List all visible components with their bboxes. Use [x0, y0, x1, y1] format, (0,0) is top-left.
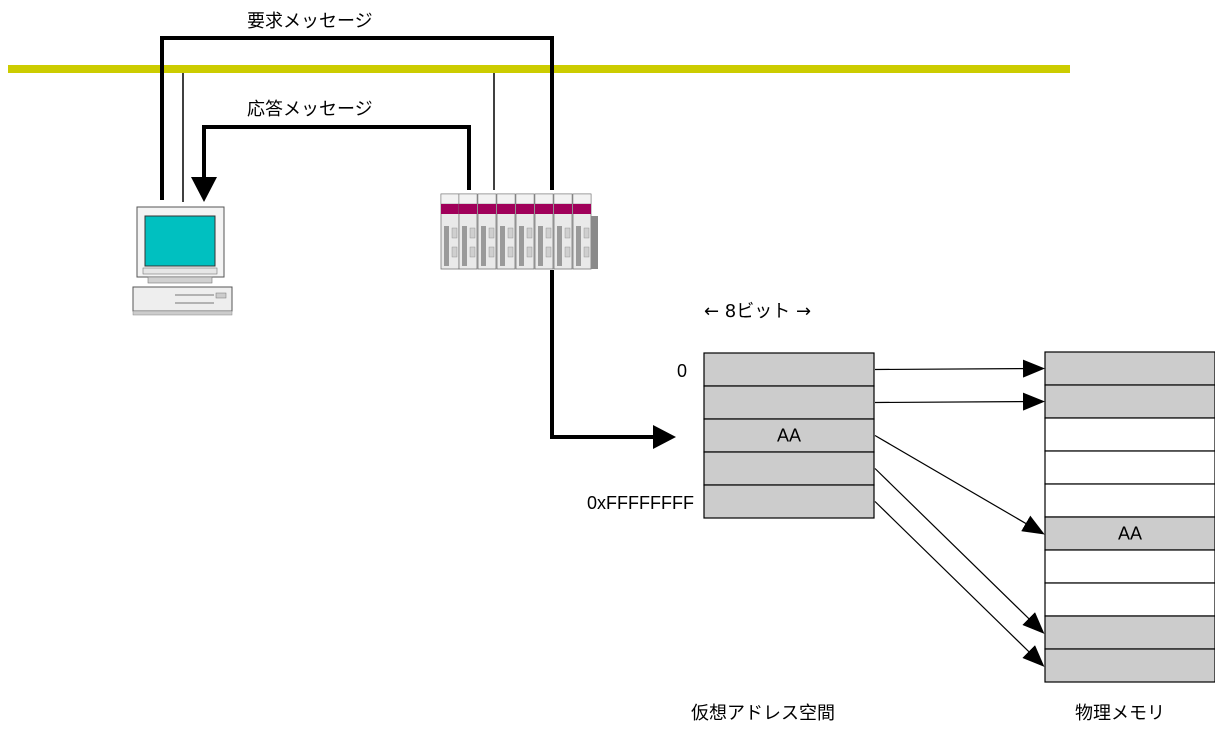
- physical-memory-cell: [1044, 483, 1215, 518]
- mapping-arrow: [874, 359, 1045, 378]
- response-message-path: [202, 125, 471, 190]
- physical-memory-cell: [1044, 450, 1215, 485]
- mapping-arrow: [874, 434, 1045, 535]
- plc-to-memory-path: [550, 270, 655, 439]
- mapping-arrow: [874, 392, 1045, 411]
- physical-memory-cell: [1044, 549, 1215, 584]
- physical-memory-cell: [1044, 582, 1215, 617]
- virtual-memory-cell: [703, 418, 875, 453]
- plc-icon: [440, 193, 598, 270]
- mapping-arrow: [874, 501, 1045, 667]
- physical-memory-cell: [1044, 384, 1215, 419]
- virtual-memory-cell: [703, 352, 875, 387]
- network-bus-line: [8, 65, 1070, 73]
- address-end-label: 0xFFFFFFFF: [587, 493, 694, 513]
- mapping-arrow: [874, 468, 1045, 634]
- response-arrowhead: [191, 177, 217, 202]
- bit-width-label: ← 8ビット →: [704, 301, 811, 322]
- mapping-arrows: [874, 359, 1045, 667]
- physical-memory-cell: [1044, 615, 1215, 650]
- computer-icon: [132, 206, 233, 316]
- address-start-label: 0: [677, 361, 687, 381]
- physical-memory-cell: [1044, 648, 1215, 683]
- physical-memory-cell: [1044, 351, 1215, 386]
- physical-memory-cell: [1044, 417, 1215, 452]
- virtual-memory-cell: [703, 484, 875, 519]
- request-message-path: [160, 36, 554, 200]
- virtual-address-space: AA: [703, 352, 875, 519]
- response-message-label: 応答メッセージ: [247, 99, 373, 120]
- physical-memory: AA: [1044, 351, 1215, 683]
- physical-memory-cell-value: AA: [1118, 524, 1142, 544]
- request-message-label: 要求メッセージ: [247, 11, 373, 32]
- physical-memory-caption: 物理メモリ: [1075, 703, 1165, 724]
- physical-memory-cell: [1044, 516, 1215, 551]
- virtual-memory-cell: [703, 451, 875, 486]
- virtual-memory-cell-value: AA: [777, 426, 801, 446]
- plc-to-memory-arrowhead: [653, 425, 676, 449]
- virtual-memory-cell: [703, 385, 875, 420]
- virtual-address-space-caption: 仮想アドレス空間: [691, 703, 835, 724]
